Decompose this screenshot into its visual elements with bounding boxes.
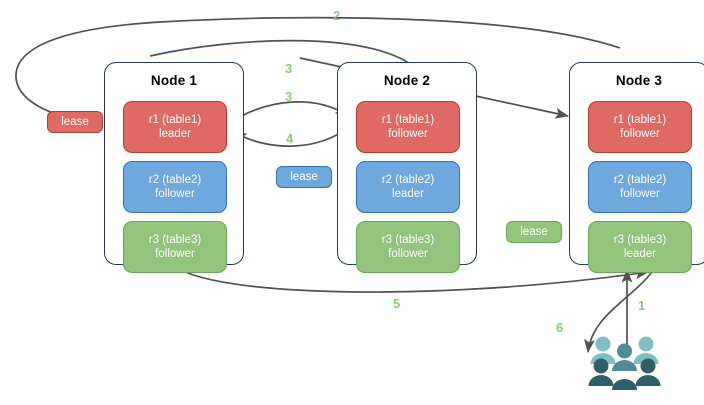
lease-badge-r1[interactable]: lease <box>47 111 103 133</box>
step-label-3a: 3 <box>285 61 293 76</box>
step-label-4: 4 <box>286 131 294 146</box>
replica-role: follower <box>388 128 428 140</box>
node-card-2[interactable]: Node 2 r1 (table1) follower r2 (table2) … <box>337 62 477 273</box>
users-icon-front-center <box>612 379 637 390</box>
users-icon-back-row <box>590 336 659 364</box>
replica-role: follower <box>388 248 428 260</box>
replica-role: follower <box>620 188 660 200</box>
step-label-2: 2 <box>333 8 341 23</box>
arrow-step-2 <box>15 16 621 126</box>
replica-id: r3 (table3) <box>148 234 202 246</box>
replica-box[interactable]: r1 (table1) leader <box>123 101 227 153</box>
node-title: Node 1 <box>150 73 198 88</box>
arrow-step-6 <box>583 271 653 354</box>
replica-box[interactable]: r2 (table2) follower <box>588 161 692 213</box>
users-icon <box>588 336 661 390</box>
lease-badge-r2[interactable]: lease <box>276 166 332 188</box>
replica-id: r3 (table3) <box>613 234 667 246</box>
node-card-3[interactable]: Node 3 r1 (table1) follower r2 (table2) … <box>569 62 704 273</box>
replica-role: leader <box>159 128 191 140</box>
step-label-5: 5 <box>393 296 401 311</box>
replica-id: r1 (table1) <box>613 114 667 126</box>
node-card-1[interactable]: Node 1 r1 (table1) leader r2 (table2) fo… <box>104 62 244 273</box>
arrow-step-5 <box>169 261 650 293</box>
step-label-6: 6 <box>556 320 564 335</box>
node-title: Node 2 <box>383 73 431 88</box>
step-label-1: 1 <box>638 298 646 313</box>
replica-id: r1 (table1) <box>148 114 202 126</box>
replica-role: follower <box>620 128 660 140</box>
replica-id: r2 (table2) <box>148 174 202 186</box>
replica-id: r1 (table1) <box>381 114 435 126</box>
replica-role: leader <box>392 188 424 200</box>
replica-role: follower <box>155 188 195 200</box>
arrow-step-3-upper <box>149 39 421 73</box>
replica-id: r2 (table2) <box>381 174 435 186</box>
users-icon-mid-person <box>612 343 637 371</box>
replica-box[interactable]: r1 (table1) follower <box>356 101 460 153</box>
replica-id: r3 (table3) <box>381 234 435 246</box>
replica-box[interactable]: r3 (table3) follower <box>123 221 227 273</box>
replica-box[interactable]: r2 (table2) follower <box>123 161 227 213</box>
arrow-step-3-to-node2 <box>227 101 349 125</box>
lease-badge-r3[interactable]: lease <box>506 221 562 243</box>
replica-role: follower <box>155 248 195 260</box>
replica-role: leader <box>624 248 656 260</box>
users-icon-front-row <box>588 358 661 386</box>
replica-box[interactable]: r3 (table3) leader <box>588 221 692 273</box>
replica-box[interactable]: r2 (table2) leader <box>356 161 460 213</box>
replica-box[interactable]: r3 (table3) follower <box>356 221 460 273</box>
replica-box[interactable]: r1 (table1) follower <box>588 101 692 153</box>
step-label-3b: 3 <box>285 89 293 104</box>
replica-id: r2 (table2) <box>613 174 667 186</box>
node-title: Node 3 <box>615 73 663 88</box>
